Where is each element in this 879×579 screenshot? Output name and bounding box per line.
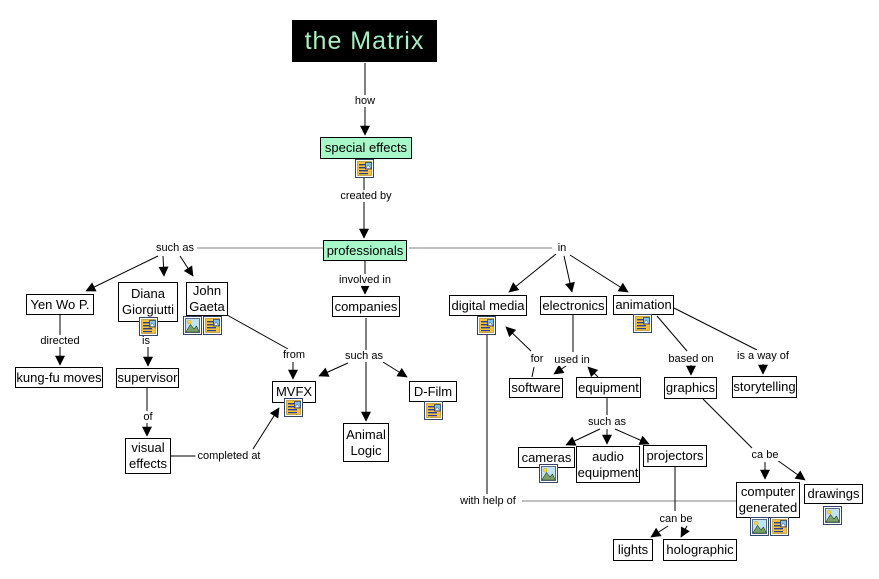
link-label-based-on[interactable]: based on (666, 352, 716, 366)
edge-equipment-used-in (587, 366, 599, 378)
link-label-such-as-equipment[interactable]: such as (586, 415, 628, 429)
link-label-such-as-companies[interactable]: such as (343, 349, 385, 363)
node-cameras[interactable]: cameras (518, 447, 575, 468)
john-image-resource-icon[interactable] (183, 316, 202, 335)
edge-john-from (226, 314, 289, 350)
link-label-in[interactable]: in (555, 241, 569, 255)
node-companies[interactable]: companies (332, 296, 400, 317)
node-digital-media[interactable]: digital media (449, 295, 527, 316)
link-label-for[interactable]: for (528, 352, 546, 366)
link-label-is-a-way-of[interactable]: is a way of (735, 349, 791, 363)
node-d-film[interactable]: D-Film (409, 381, 457, 402)
edge-such-as-d-film (382, 361, 408, 378)
link-label-with-help-of[interactable]: with help of (458, 494, 518, 508)
d-film-document-resource-icon[interactable] (424, 401, 443, 420)
node-mvfx[interactable]: MVFX (272, 381, 316, 403)
node-electronics[interactable]: electronics (540, 296, 607, 315)
link-label-used-in[interactable]: used in (552, 353, 592, 367)
edge-such-as-projectors (614, 428, 650, 445)
node-drawings[interactable]: drawings (804, 484, 863, 504)
link-label-can-be[interactable]: can be (657, 512, 695, 526)
node-software[interactable]: software (509, 378, 563, 398)
node-john-gaeta[interactable]: John Gaeta (186, 282, 228, 316)
link-label-is[interactable]: is (140, 334, 152, 348)
link-label-from[interactable]: from (281, 348, 307, 362)
edge-can-be-lights (650, 525, 669, 538)
link-label-how[interactable]: how (352, 94, 378, 108)
edge-such-as-john (179, 255, 194, 277)
link-label-created-by[interactable]: created by (338, 189, 394, 203)
john-document-resource-icon[interactable] (203, 316, 222, 335)
computer-generated-image-resource-icon[interactable] (750, 517, 769, 536)
edge-such-as-yen-wo-p (85, 255, 159, 292)
edge-such-as-diana (158, 255, 169, 277)
node-animal-logic[interactable]: Animal Logic (343, 423, 389, 462)
node-the-matrix[interactable]: the Matrix (292, 20, 437, 62)
node-holographic[interactable]: holographic (663, 539, 737, 561)
node-animation[interactable]: animation (613, 295, 674, 315)
edge-used-in-software (553, 364, 567, 375)
computer-generated-document-resource-icon[interactable] (770, 517, 789, 536)
node-diana-giorgiutti[interactable]: Diana Giorgiutti (118, 282, 178, 322)
edge-ca-be-drawings (776, 459, 806, 481)
node-equipment[interactable]: equipment (576, 377, 641, 398)
link-label-of[interactable]: of (141, 410, 155, 424)
node-kung-fu-moves[interactable]: kung-fu moves (15, 367, 103, 388)
special-effects-document-resource-icon[interactable] (355, 159, 374, 178)
edge-can-be-holographic (680, 525, 690, 538)
drawings-image-resource-icon[interactable] (823, 506, 842, 525)
edge-graphics-ca-be (702, 398, 753, 449)
edge-in-animation (569, 254, 629, 293)
diana-document-resource-icon[interactable] (139, 317, 158, 336)
mvfx-document-resource-icon[interactable] (284, 398, 303, 417)
node-lights[interactable]: lights (613, 539, 653, 561)
edge-such-as-mvfx (318, 362, 349, 377)
edge-such-as-cameras (565, 428, 601, 446)
node-yen-wo-p[interactable]: Yen Wo P. (26, 294, 94, 315)
digital-media-document-resource-icon[interactable] (477, 316, 496, 335)
node-storytelling[interactable]: storytelling (732, 376, 797, 398)
link-label-involved-in[interactable]: involved in (337, 273, 393, 287)
node-audio-equipment[interactable]: audio equipment (576, 446, 640, 483)
cameras-image-resource-icon[interactable] (539, 464, 558, 483)
edge-software-for (531, 366, 535, 378)
node-graphics[interactable]: graphics (664, 377, 717, 399)
edge-animation-based-on (656, 315, 688, 352)
edge-for-digital-media (505, 326, 532, 352)
link-label-directed[interactable]: directed (38, 334, 82, 348)
edge-in-electronics (563, 255, 575, 293)
node-computer-generated[interactable]: computer generated (736, 482, 800, 518)
node-visual-effects[interactable]: visual effects (125, 438, 171, 474)
link-label-completed-at[interactable]: completed at (195, 449, 263, 463)
node-projectors[interactable]: projectors (643, 445, 707, 467)
animation-document-resource-icon[interactable] (633, 314, 652, 333)
node-special-effects[interactable]: special effects (320, 137, 412, 159)
edge-in-digital-media (508, 253, 557, 293)
link-label-ca-be[interactable]: ca be (749, 448, 781, 462)
edge-completed-at-mvfx (252, 407, 280, 450)
link-label-such-as-people[interactable]: such as (154, 241, 196, 255)
edge-animation-is-a-way-of (673, 307, 758, 351)
node-supervisor[interactable]: supervisor (116, 368, 179, 388)
node-professionals[interactable]: professionals (323, 240, 407, 261)
